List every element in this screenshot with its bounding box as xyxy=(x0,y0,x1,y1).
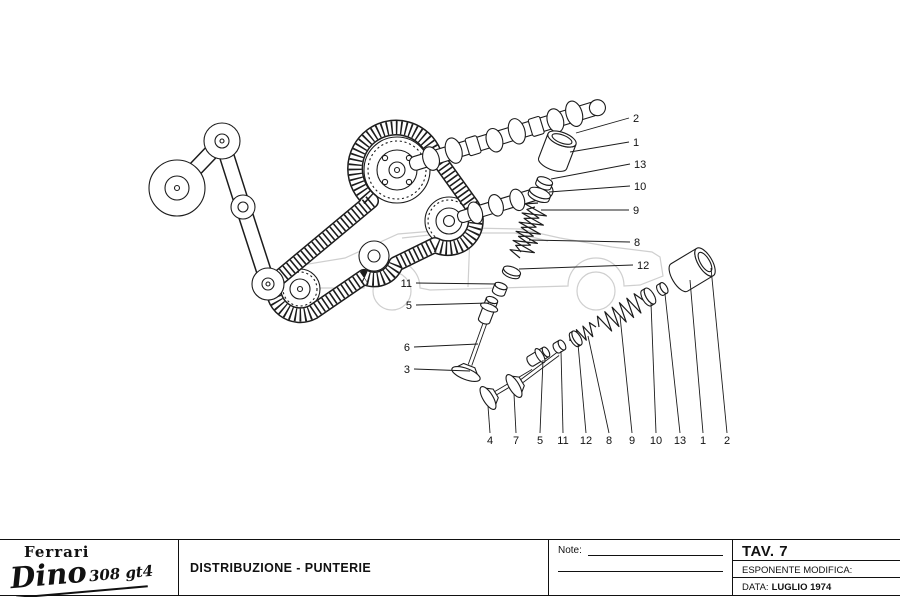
tappet-lower xyxy=(668,247,716,293)
leader-line-8 xyxy=(587,335,610,434)
leader-line-1 xyxy=(569,141,630,153)
leader-line-5 xyxy=(539,359,544,434)
drawing-title: DISTRIBUZIONE - PUNTERIE xyxy=(190,560,372,575)
valve-head-4 xyxy=(479,386,499,410)
tappet-upper xyxy=(537,130,577,172)
callout-label-12: 12 xyxy=(637,260,649,272)
callout-label-10: 10 xyxy=(634,181,646,193)
leader-line-11 xyxy=(415,282,497,285)
callout-label-9: 9 xyxy=(629,435,635,447)
camshaft-sprocket-upper xyxy=(363,136,431,204)
leader-line-7 xyxy=(513,393,517,434)
leader-line-13 xyxy=(550,163,631,180)
timing-belt xyxy=(265,119,484,324)
callout-label-7: 7 xyxy=(513,435,519,447)
note-writing-line-2 xyxy=(558,556,723,572)
dino-script-main: Dino xyxy=(8,554,89,596)
leader-line-10 xyxy=(548,185,631,193)
valve-head-7 xyxy=(505,374,525,398)
date-value: LUGLIO 1974 xyxy=(771,582,832,593)
tav-cell: TAV. 7 ESPONENTE MODIFICA: DATA:LUGLIO 1… xyxy=(732,540,900,595)
dino-script-sub: 308 gt4 xyxy=(88,561,154,586)
leader-line-5 xyxy=(415,302,490,306)
note-cell: Note: xyxy=(548,540,732,595)
valve-assembly-lower xyxy=(479,247,716,410)
leader-line-9 xyxy=(619,315,633,434)
tensioner-bearing-lower xyxy=(251,267,285,301)
callout-label-1: 1 xyxy=(633,137,639,149)
date-row: DATA:LUGLIO 1974 xyxy=(733,578,900,595)
valve-guide-lower xyxy=(526,346,551,367)
callout-label-8: 8 xyxy=(606,435,612,447)
callout-label-1: 1 xyxy=(700,435,706,447)
leader-line-1 xyxy=(689,279,704,434)
spring-retainer-upper xyxy=(527,186,551,204)
valve-guide-upper xyxy=(477,295,499,325)
esponente-modifica-label: ESPONENTE MODIFICA: xyxy=(733,561,900,578)
spring-seat-washer-lower xyxy=(568,330,583,348)
callout-label-12: 12 xyxy=(580,435,592,447)
callout-label-8: 8 xyxy=(634,237,640,249)
tappet-shim-lower xyxy=(656,282,669,296)
callout-label-6: 6 xyxy=(404,342,410,354)
leader-line-2 xyxy=(575,117,630,134)
note-label: Note: xyxy=(558,545,582,556)
valve-spring-outer-lower xyxy=(596,293,644,332)
camshaft-lower xyxy=(456,183,554,225)
ferrari-logo: Ferrari xyxy=(24,543,90,561)
callout-label-9: 9 xyxy=(633,205,639,217)
callout-label-13: 13 xyxy=(634,159,646,171)
callout-label-4: 4 xyxy=(487,435,493,447)
spring-seat-washer-upper xyxy=(501,265,522,280)
idler-pulley-top xyxy=(203,122,241,160)
leader-line-4 xyxy=(487,405,491,434)
valve-head-3 xyxy=(451,362,481,382)
callout-label-13: 13 xyxy=(674,435,686,447)
valve-spring-inner-upper xyxy=(515,206,540,253)
valve-spring-outer-upper xyxy=(509,202,548,259)
callout-label-10: 10 xyxy=(650,435,662,447)
title-block: Ferrari Dino308 gt4 DISTRIBUZIONE - PUNT… xyxy=(0,539,900,597)
camshaft-upper xyxy=(408,99,606,171)
callout-label-5: 5 xyxy=(537,435,543,447)
leader-line-6 xyxy=(413,343,479,348)
leader-line-13 xyxy=(664,293,681,434)
spring-retainer-lower xyxy=(640,287,657,307)
tensioner-pulley-left xyxy=(148,159,206,217)
pivot-pulley xyxy=(230,194,256,220)
leader-line-2 xyxy=(710,267,728,434)
leader-line-8 xyxy=(528,239,631,243)
belt-idler-pulley xyxy=(358,240,390,272)
callout-label-2: 2 xyxy=(633,113,639,125)
valve-stem-seal-upper xyxy=(491,281,508,297)
leader-line-3 xyxy=(413,368,471,372)
valve-stem-seal-lower xyxy=(552,339,567,354)
callout-label-2: 2 xyxy=(724,435,730,447)
logo-cell: Ferrari Dino308 gt4 xyxy=(0,540,178,597)
valve-assembly-upper xyxy=(451,130,577,382)
callout-label-5: 5 xyxy=(406,300,412,312)
drawing-title-cell: DISTRIBUZIONE - PUNTERIE xyxy=(178,540,548,595)
leader-line-11 xyxy=(560,350,564,434)
callout-label-3: 3 xyxy=(404,364,410,376)
leader-line-12 xyxy=(577,343,587,434)
leader-line-12 xyxy=(518,264,634,270)
table-number: TAV. 7 xyxy=(733,540,900,561)
leader-line-10 xyxy=(650,302,657,434)
note-writing-line-1 xyxy=(587,546,723,556)
callout-label-11: 11 xyxy=(557,435,568,447)
callout-label-11: 11 xyxy=(401,278,412,290)
date-label: DATA: xyxy=(742,582,769,593)
tappet-shim xyxy=(535,176,554,191)
